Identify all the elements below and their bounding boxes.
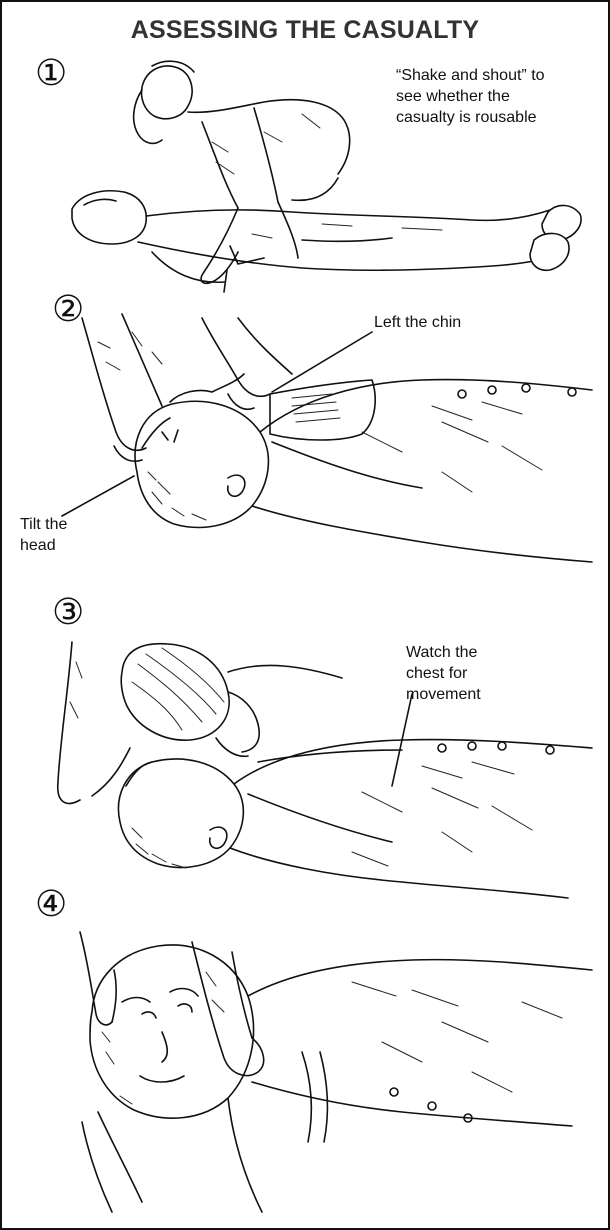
- panel-2-airway-head-tilt-illustration: [62, 314, 592, 562]
- step-2-number: ②: [52, 292, 84, 328]
- step-1-number: ①: [35, 56, 67, 92]
- panel-3-look-listen-feel-illustration: [58, 642, 592, 898]
- shake-and-shout-label: “Shake and shout” to see whether the cas…: [396, 65, 545, 128]
- lift-chin-label: Left the chin: [374, 312, 461, 333]
- tilt-head-label: Tilt the head: [20, 514, 67, 556]
- step-4-number: ④: [35, 887, 67, 923]
- watch-chest-label: Watch the chest for movement: [406, 642, 481, 705]
- panel-4-check-pulse-illustration: [80, 932, 592, 1212]
- step-3-number: ③: [52, 595, 84, 631]
